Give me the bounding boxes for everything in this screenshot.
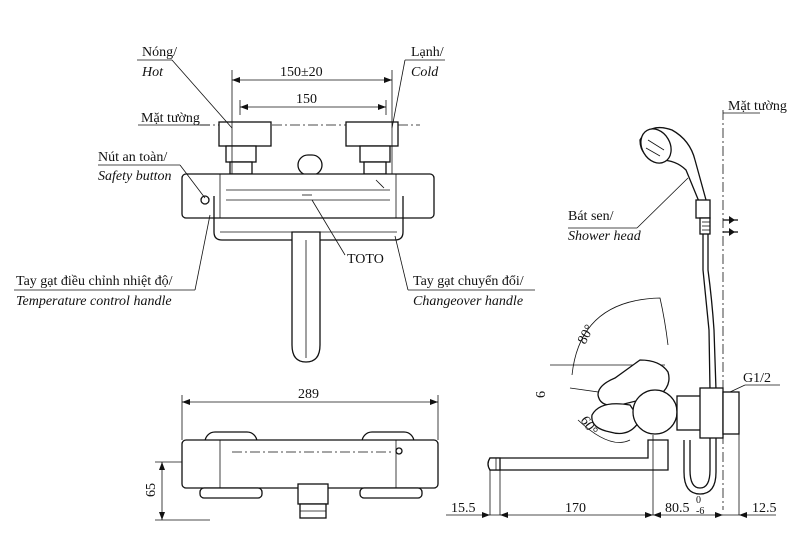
cold-label-en: Cold [411,65,439,80]
changeover-handle-label-vi: Tay gạt chuyển đổi/ [413,274,524,289]
dim-body-height: 65 [144,483,159,497]
dim-angle-6: 6 [534,391,549,398]
dim-side-15-5: 15.5 [451,501,476,516]
cold-label-vi: Lạnh/ [411,45,444,60]
dim-side-170: 170 [565,501,586,516]
dim-side-12-5: 12.5 [752,501,777,516]
brand-label: TOTO [347,252,384,267]
temperature-handle-label-en: Temperature control handle [16,294,172,309]
dim-tolerance-upper: 0 [696,495,701,506]
wall-label-left: Mặt tường [141,111,200,126]
hot-label-vi: Nóng/ [142,45,177,60]
dim-tolerance-lower: -6 [696,506,704,517]
shower-head-icon [639,126,711,235]
shower-head-label-vi: Bát sen/ [568,209,614,224]
hot-label-en: Hot [141,65,164,80]
dim-top-span: 150±20 [280,65,323,80]
front-view [14,59,535,363]
temperature-handle-label-vi: Tay gạt điều chỉnh nhiệt độ/ [16,274,173,289]
safety-button-label-vi: Nút an toàn/ [98,150,167,165]
changeover-handle-label-en: Changeover handle [413,294,523,309]
thread-label: G1/2 [743,371,771,386]
dim-angle-80: 80° [575,323,597,347]
wall-label-right: Mặt tường [728,99,787,114]
dim-top-center: 150 [296,92,317,107]
shower-head-label-en: Shower head [568,229,642,244]
safety-button-label-en: Safety button [98,169,172,184]
dim-side-80-5: 80.5 [665,501,690,516]
top-view [155,395,439,521]
dim-body-width: 289 [298,387,319,402]
side-view [446,110,780,518]
